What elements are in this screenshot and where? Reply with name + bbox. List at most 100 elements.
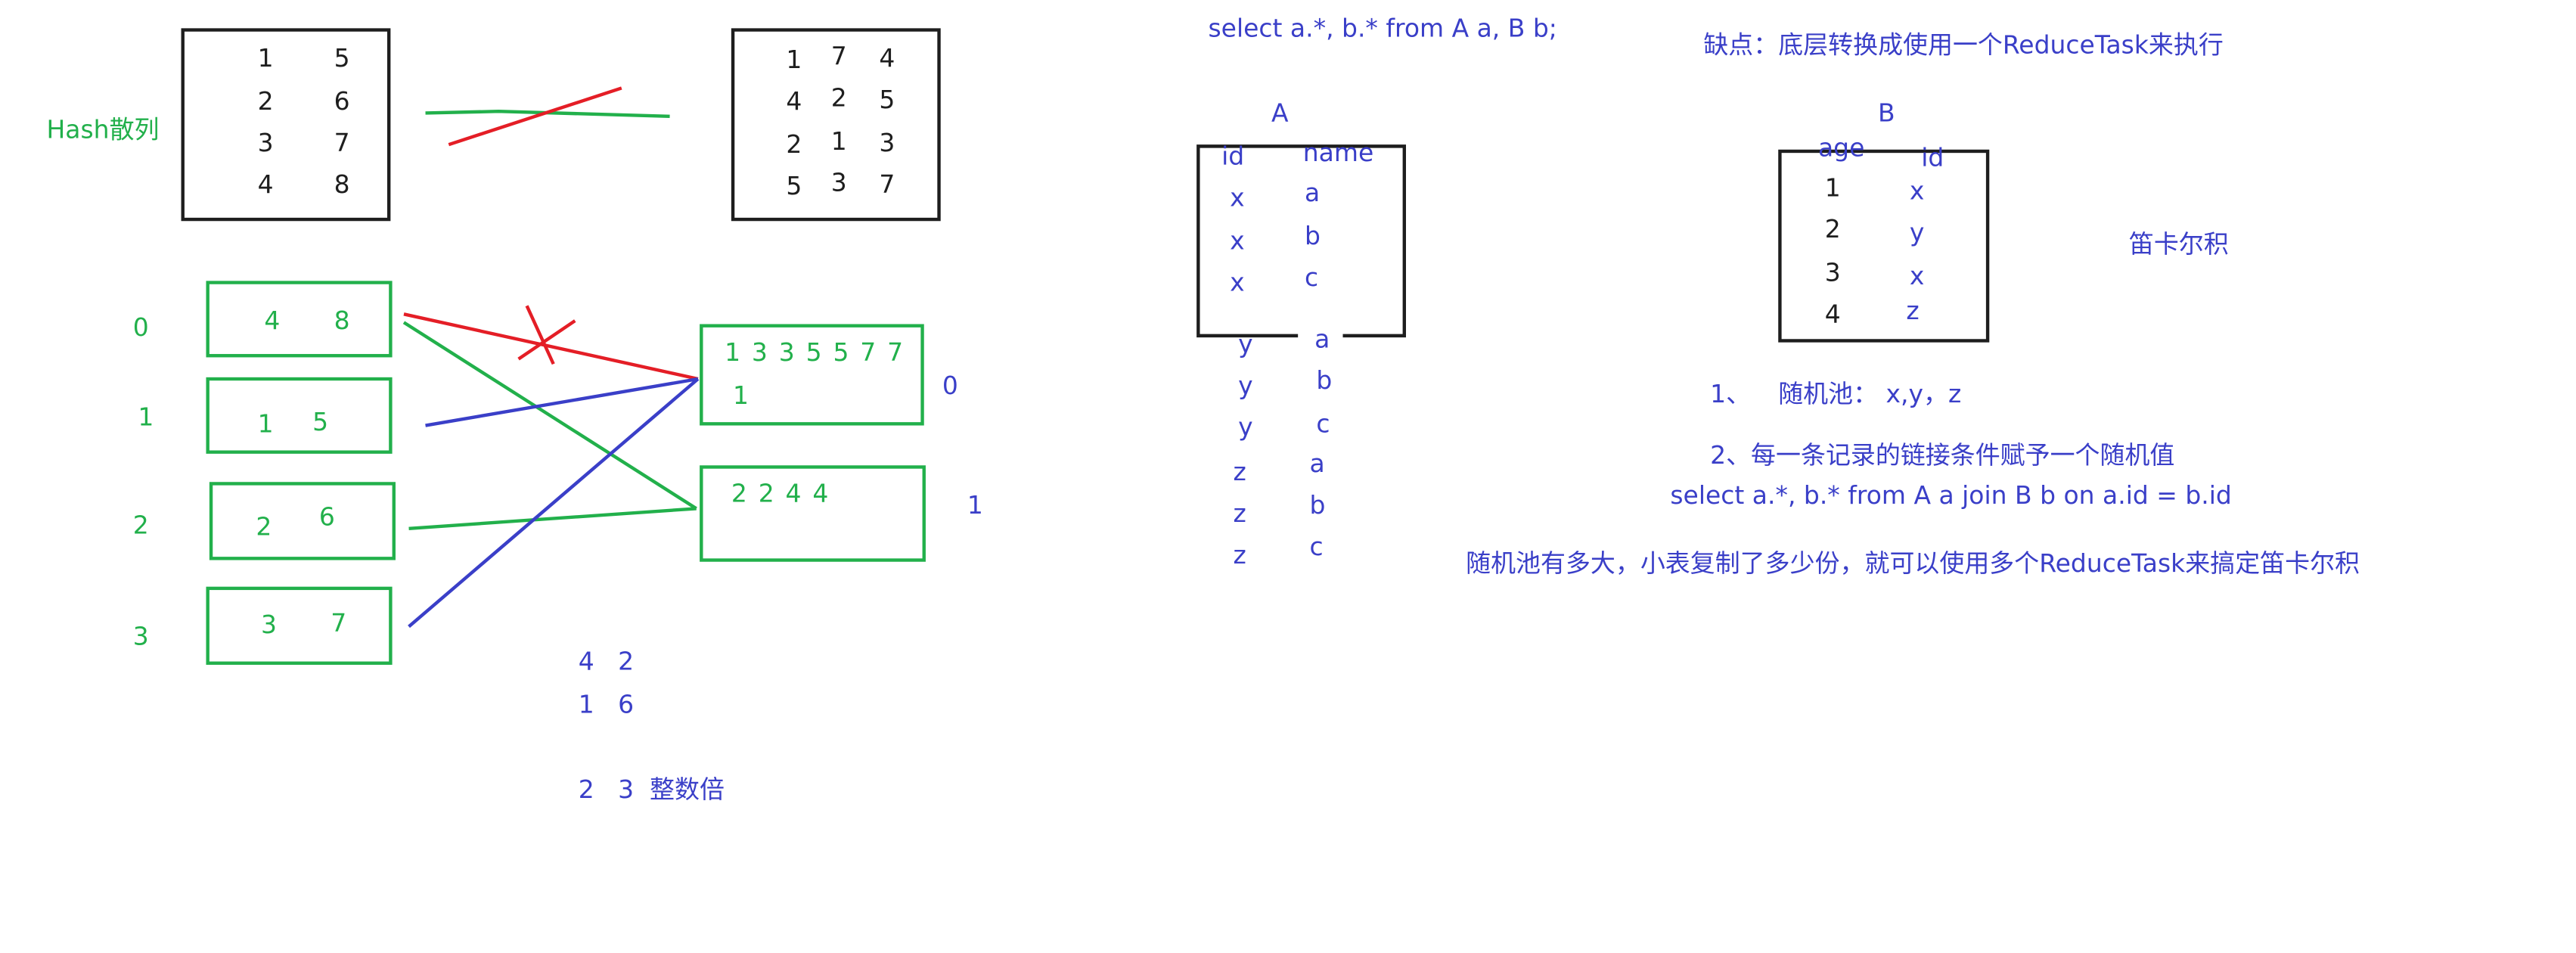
table-a-cell: y	[1238, 371, 1253, 401]
top-red-strike-line	[448, 86, 622, 147]
table2-cell: 5	[786, 171, 802, 201]
bucket-box-3	[206, 586, 393, 665]
bucket-value: 8	[334, 306, 350, 336]
table2-cell: 4	[879, 43, 895, 73]
green-mapping-line-0	[402, 321, 697, 511]
table2-cell: 1	[830, 126, 847, 157]
sql-cartesian: select a.*, b.* from A a, B b;	[1208, 13, 1557, 44]
blue-mapping-line-3	[408, 377, 700, 629]
table-a-box	[1196, 144, 1407, 338]
step-1-number: 1、	[1710, 379, 1752, 409]
partition-index: 0	[942, 371, 958, 401]
partition-box-0	[700, 324, 924, 426]
table1-cell: 4	[257, 169, 274, 200]
blue-mapping-line-1	[425, 377, 699, 427]
table-a-cell: a	[1314, 324, 1330, 355]
table1-cell: 3	[257, 128, 274, 158]
table2-cell: 1	[786, 45, 802, 75]
bucket-value: 5	[312, 407, 329, 437]
table-a-header: name	[1302, 138, 1374, 168]
table2-cell: 2	[830, 82, 847, 113]
bucket-value: 2	[256, 511, 272, 542]
bucket-index: 0	[132, 312, 149, 343]
table-a-cell: x	[1230, 267, 1245, 298]
table2-cell: 2	[786, 129, 802, 160]
table-a-title: A	[1271, 98, 1289, 129]
table1-cell: 2	[257, 86, 274, 116]
table-b-box	[1778, 149, 1990, 343]
table-a-cell: a	[1304, 178, 1321, 208]
red-cross-mark-b	[517, 319, 576, 361]
table2-cell: 3	[879, 128, 895, 158]
bucket-index: 1	[138, 402, 154, 433]
table-b-cell: 2	[1824, 214, 1841, 245]
step-2-text: 2、每一条记录的链接条件赋予一个随机值	[1710, 440, 2175, 470]
note-line: 2 3 整数倍	[578, 774, 725, 805]
partition-index: 1	[967, 490, 983, 520]
table-b-cell: 3	[1824, 257, 1841, 288]
table-a-cell: x	[1230, 225, 1245, 256]
red-mapping-line	[403, 312, 699, 381]
partition-0-values-line2: 1	[733, 380, 750, 411]
conclusion-text: 随机池有多大，小表复制了多少份，就可以使用多个ReduceTask来搞定笛卡尔积	[1466, 548, 2360, 579]
table2-cell: 4	[786, 86, 802, 116]
red-cross-mark-a	[525, 305, 555, 365]
step-1-text: 随机池： x,y，z	[1778, 379, 1962, 409]
hash-label: Hash散列	[46, 114, 160, 145]
table2-cell: 7	[830, 41, 847, 72]
table-a-cell: b	[1304, 221, 1321, 251]
table2-cell: 5	[879, 85, 895, 115]
table1-cell: 1	[257, 43, 274, 73]
table1-cell: 8	[334, 169, 350, 200]
table-b-cell: 4	[1824, 299, 1841, 330]
cartesian-label: 笛卡尔积	[2128, 229, 2229, 259]
bucket-value: 1	[257, 408, 274, 439]
note-line: 1 6	[578, 689, 635, 720]
table-a-cell: z	[1233, 457, 1246, 487]
bucket-box-0	[206, 281, 393, 358]
table1-cell: 5	[334, 43, 350, 73]
table-b-cell: z	[1906, 296, 1920, 326]
table-a-cell: c	[1316, 408, 1330, 439]
bucket-value: 3	[260, 610, 277, 640]
table-a-header: id	[1221, 141, 1245, 172]
table-a-cell: b	[1316, 365, 1333, 396]
table-a-cell: x	[1230, 182, 1245, 213]
table-b-header: age	[1817, 132, 1865, 163]
bucket-box-2	[209, 482, 396, 560]
table-b-cell: y	[1909, 217, 1925, 248]
sql-join: select a.*, b.* from A a join B b on a.i…	[1670, 480, 2232, 511]
green-mapping-line-2	[408, 507, 697, 530]
table-b-cell: 1	[1824, 172, 1841, 203]
table-a-cell: b	[1309, 490, 1326, 520]
table-b-title: B	[1878, 98, 1895, 129]
table-a-cell: a	[1309, 449, 1325, 479]
table-a-cell: c	[1309, 532, 1324, 562]
target-table-box	[731, 28, 941, 222]
table1-cell: 6	[334, 86, 350, 116]
table-a-cell: y	[1238, 329, 1253, 359]
partition-0-values: 1 3 3 5 5 7 7	[725, 337, 904, 368]
bucket-index: 3	[132, 621, 149, 652]
partition-box-1	[700, 465, 926, 562]
table-a-cell: z	[1233, 540, 1246, 570]
bucket-value: 7	[331, 608, 347, 638]
drawback-text: 缺点：底层转换成使用一个ReduceTask来执行	[1703, 29, 2224, 61]
bucket-value: 6	[318, 501, 335, 532]
table2-cell: 3	[830, 167, 847, 198]
bucket-index: 2	[132, 510, 149, 541]
note-line: 4 2	[578, 646, 635, 677]
table-b-cell: x	[1909, 260, 1925, 291]
table-b-cell: x	[1909, 175, 1925, 206]
bucket-box-1	[206, 377, 393, 454]
table-b-header: id	[1921, 142, 1944, 173]
table1-cell: 7	[334, 128, 350, 158]
top-green-line	[425, 110, 670, 119]
table-a-cell: c	[1304, 262, 1319, 293]
table-a-cell: y	[1238, 411, 1253, 442]
table2-cell: 7	[879, 169, 895, 200]
table-a-cell: z	[1233, 498, 1246, 529]
